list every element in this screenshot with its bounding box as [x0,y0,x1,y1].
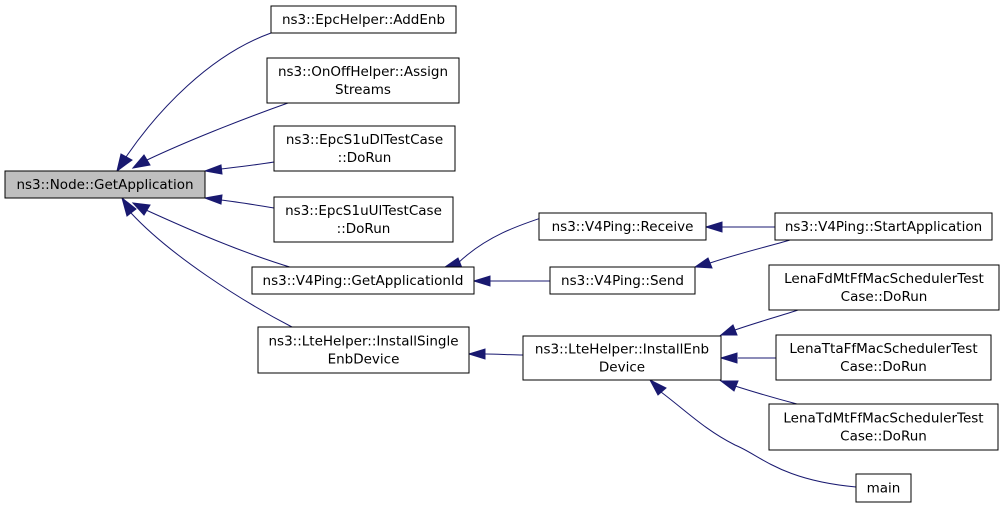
node-main[interactable]: main [855,473,912,503]
edge-arrowhead [131,154,151,169]
node-label-line: ns3::EpcHelper::AddEnb [282,12,445,28]
edge-arrowhead [203,194,223,205]
node-label-line: Case::DoRun [840,429,927,445]
node-label-line: ns3::Node::GetApplication [16,177,193,193]
edge-arrowhead [719,324,738,336]
node-box[interactable] [775,334,992,381]
node-label-line: main [867,481,901,497]
node-box[interactable] [4,170,206,199]
node-label-line: LenaTdMtFfMacSchedulerTest [783,411,983,427]
node-box[interactable] [538,212,707,241]
node-startapp[interactable]: ns3::V4Ping::StartApplication [774,212,993,241]
node-box[interactable] [855,473,912,503]
node-label-line: ns3::V4Ping::Send [561,273,684,289]
node-label-line: ns3::OnOffHelper::Assign [278,64,448,80]
node-label-line: LenaFdMtFfMacSchedulerTest [784,271,984,287]
edge-tta-to-lteenb [719,352,776,364]
edges-layer [116,32,857,488]
node-box[interactable] [251,266,475,295]
node-label-line: ns3::LteHelper::InstallEnb [535,342,709,358]
edge-arrowhead [472,275,491,287]
node-ul[interactable]: ns3::EpcS1uUlTestCase::DoRun [273,196,454,243]
node-label-line: LenaTtaFfMacSchedulerTest [789,341,977,357]
edge-arrowhead [648,378,667,396]
edge-line [220,161,275,170]
node-box[interactable] [768,264,1000,311]
node-box[interactable] [266,57,460,104]
node-getapp[interactable]: ns3::Node::GetApplication [4,170,206,199]
node-label-line: ns3::V4Ping::Receive [552,219,694,235]
edge-arrowhead [693,257,713,269]
node-addenb[interactable]: ns3::EpcHelper::AddEnb [270,5,457,34]
edge-line [660,391,857,488]
edge-onoff-to-getapp [131,102,289,169]
node-label-line: ns3::EpcS1uDlTestCase [286,132,443,148]
edge-arrowhead [719,380,739,392]
node-box[interactable] [273,196,454,243]
edge-arrowhead [467,348,486,360]
node-box[interactable] [549,266,696,295]
edge-line [130,212,293,328]
edge-ltesingle-to-getapp [121,196,293,328]
edge-line [146,102,289,161]
edge-dl-to-getapp [203,161,275,175]
edge-lteenb-to-ltesingle [467,348,524,360]
node-box[interactable] [774,212,993,241]
node-label-line: EnbDevice [328,352,400,368]
node-dl[interactable]: ns3::EpcS1uDlTestCase::DoRun [273,125,456,172]
node-send[interactable]: ns3::V4Ping::Send [549,266,696,295]
node-box[interactable] [768,403,999,451]
node-box[interactable] [270,5,457,34]
edge-arrowhead [719,352,738,364]
edge-line [484,353,524,356]
edge-send-to-v4getid [472,275,550,287]
node-v4getid[interactable]: ns3::V4Ping::GetApplicationId [251,266,475,295]
edge-line [125,32,272,158]
edge-arrowhead [131,202,151,216]
node-label-line: ns3::LteHelper::InstallSingle [268,334,458,350]
edge-arrowhead [116,153,133,173]
edge-startapp-to-receive [704,221,776,233]
edge-tdmt-to-lteenb [719,380,798,405]
edge-arrowhead [121,196,137,217]
edge-arrowhead [203,164,223,175]
node-box[interactable] [522,335,722,381]
node-label-line: Device [599,360,645,376]
node-box[interactable] [257,326,470,374]
node-label-line: ns3::EpcS1uUlTestCase [285,203,442,219]
edge-line [734,309,799,331]
edge-line [709,239,791,264]
edge-ul-to-getapp [203,194,275,209]
node-label-line: Case::DoRun [840,359,927,375]
node-label-line: Streams [335,82,391,98]
nodes-layer: ns3::Node::GetApplication ns3::EpcHelper:… [4,5,1000,503]
edge-line [220,199,275,209]
node-label-line: ::DoRun [337,221,391,237]
edge-v4getid-to-getapp [131,202,294,269]
edge-line [734,385,798,405]
edge-main-to-lteenb [648,378,857,488]
edge-line [145,209,294,269]
edge-arrowhead [704,221,723,233]
node-label-line: Case::DoRun [841,289,928,305]
node-receive[interactable]: ns3::V4Ping::Receive [538,212,707,241]
node-label-line: ::DoRun [338,150,392,166]
edge-fdmt-to-lteenb [719,309,799,336]
node-label-line: ns3::V4Ping::StartApplication [785,219,982,235]
edge-startapp-to-send [693,239,791,269]
node-box[interactable] [273,125,456,172]
edge-addenb-to-getapp [116,32,272,173]
node-label-line: ns3::V4Ping::GetApplicationId [263,273,464,289]
